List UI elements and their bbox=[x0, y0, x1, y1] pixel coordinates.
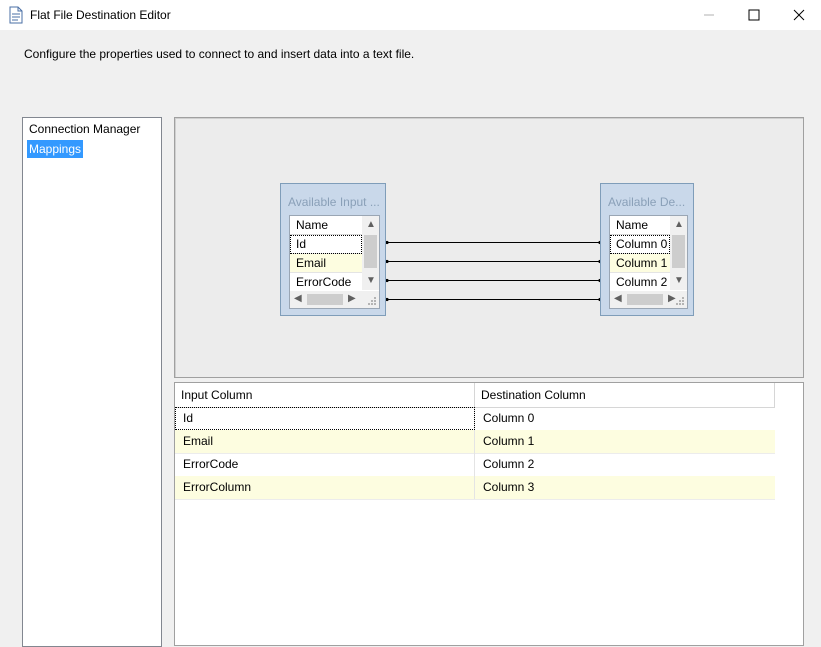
mapping-line[interactable] bbox=[385, 240, 602, 245]
close-button[interactable] bbox=[776, 0, 821, 30]
scroll-thumb[interactable] bbox=[672, 235, 685, 268]
table-row[interactable]: ErrorCode Column 2 bbox=[175, 453, 775, 477]
dest-list-header[interactable]: Name bbox=[610, 216, 676, 235]
page-item-connection-manager[interactable]: Connection Manager bbox=[29, 122, 141, 136]
scroll-up-icon[interactable]: ▲ bbox=[674, 219, 684, 230]
destination-column-cell[interactable]: Column 3 bbox=[483, 480, 535, 494]
horizontal-scrollbar[interactable]: ◀ ▶ bbox=[290, 291, 379, 308]
resize-grip-icon[interactable] bbox=[676, 297, 685, 306]
page-description: Configure the properties used to connect… bbox=[24, 47, 415, 61]
input-box-title: Available Input ... bbox=[288, 195, 380, 209]
destination-column-cell[interactable]: Column 1 bbox=[483, 434, 535, 448]
vertical-scrollbar[interactable]: ▲ ▼ bbox=[670, 216, 687, 290]
table-row[interactable]: Email Column 1 bbox=[175, 430, 775, 454]
destination-column-cell[interactable]: Column 2 bbox=[483, 457, 535, 471]
minimize-icon bbox=[704, 14, 714, 16]
dest-list-row-column-0[interactable]: Column 0 bbox=[610, 235, 670, 254]
title-bar: Flat File Destination Editor bbox=[0, 0, 821, 30]
mapping-line[interactable] bbox=[385, 278, 602, 283]
scroll-thumb[interactable] bbox=[627, 294, 663, 305]
input-column-cell[interactable]: Id bbox=[175, 407, 475, 430]
scroll-down-icon[interactable]: ▼ bbox=[366, 275, 376, 286]
minimize-button[interactable] bbox=[686, 0, 732, 30]
scroll-up-icon[interactable]: ▲ bbox=[366, 219, 376, 230]
input-column-cell[interactable]: Email bbox=[175, 430, 475, 453]
scroll-thumb[interactable] bbox=[364, 235, 377, 268]
mapping-line[interactable] bbox=[385, 297, 602, 302]
column-header-destination[interactable]: Destination Column bbox=[475, 383, 775, 407]
input-list-header[interactable]: Name bbox=[290, 216, 368, 235]
input-columns-list[interactable]: Name Id Email ErrorCode ▲ ▼ ◀ ▶ bbox=[289, 215, 380, 309]
vertical-scrollbar[interactable]: ▲ ▼ bbox=[362, 216, 379, 290]
scroll-left-icon[interactable]: ◀ bbox=[614, 293, 622, 304]
dest-list-row-column-1[interactable]: Column 1 bbox=[610, 254, 670, 273]
scroll-left-icon[interactable]: ◀ bbox=[294, 293, 302, 304]
window-title: Flat File Destination Editor bbox=[30, 8, 171, 22]
dest-list-row-column-2[interactable]: Column 2 bbox=[610, 273, 670, 292]
mapping-grid: Input Column Destination Column Id Colum… bbox=[174, 382, 804, 646]
scroll-right-icon[interactable]: ▶ bbox=[348, 293, 356, 304]
input-list-row-errorcode[interactable]: ErrorCode bbox=[290, 273, 362, 292]
input-list-row-id[interactable]: Id bbox=[290, 235, 362, 254]
available-destination-columns-box[interactable]: Available De... Name Column 0 Column 1 C… bbox=[600, 183, 694, 316]
mapping-lines bbox=[385, 240, 602, 302]
maximize-icon bbox=[748, 9, 760, 21]
grid-header: Input Column Destination Column bbox=[175, 383, 775, 408]
destination-columns-list[interactable]: Name Column 0 Column 1 Column 2 ▲ ▼ ◀ ▶ bbox=[609, 215, 688, 309]
resize-grip-icon[interactable] bbox=[368, 297, 377, 306]
scroll-thumb[interactable] bbox=[307, 294, 343, 305]
input-column-cell[interactable]: ErrorColumn bbox=[175, 476, 475, 499]
destination-column-cell[interactable]: Column 0 bbox=[483, 411, 535, 425]
mapping-diagram: Available Input ... Name Id Email ErrorC… bbox=[174, 117, 804, 378]
scroll-down-icon[interactable]: ▼ bbox=[674, 275, 684, 286]
dest-box-title: Available De... bbox=[608, 195, 686, 209]
maximize-button[interactable] bbox=[731, 0, 777, 30]
page-list: Connection Manager Mappings bbox=[22, 117, 162, 647]
table-row[interactable]: ErrorColumn Column 3 bbox=[175, 476, 775, 500]
input-list-row-email[interactable]: Email bbox=[290, 254, 362, 273]
close-icon bbox=[793, 9, 805, 21]
horizontal-scrollbar[interactable]: ◀ ▶ bbox=[610, 291, 687, 308]
table-row[interactable]: Id Column 0 bbox=[175, 407, 775, 431]
scroll-right-icon[interactable]: ▶ bbox=[668, 293, 676, 304]
page-item-mappings[interactable]: Mappings bbox=[27, 140, 84, 158]
input-column-cell[interactable]: ErrorCode bbox=[175, 453, 475, 476]
available-input-columns-box[interactable]: Available Input ... Name Id Email ErrorC… bbox=[280, 183, 386, 316]
mapping-line[interactable] bbox=[385, 259, 602, 264]
document-icon bbox=[9, 6, 23, 24]
column-header-input[interactable]: Input Column bbox=[175, 383, 475, 407]
